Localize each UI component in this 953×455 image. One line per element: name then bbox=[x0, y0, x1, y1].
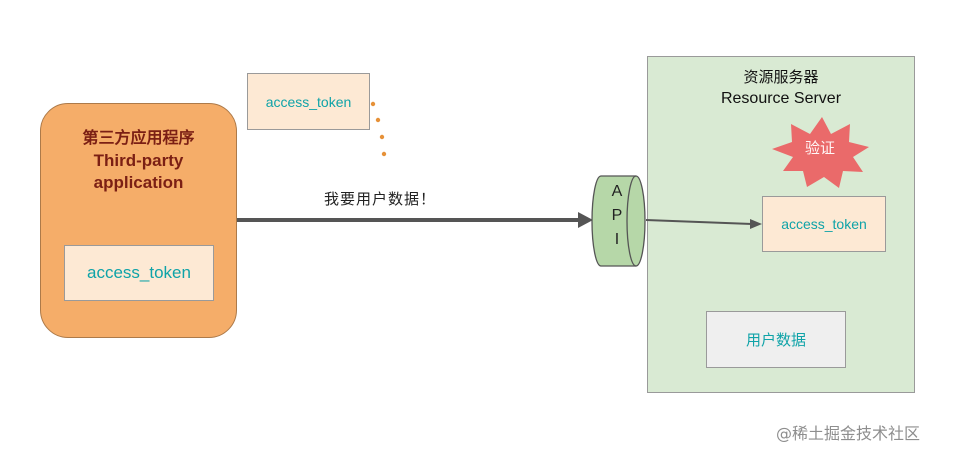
request-label: 我要用户数据！ bbox=[323, 190, 436, 208]
api-letter-a: A bbox=[611, 183, 623, 200]
server-access-token-box: access_token bbox=[762, 196, 886, 252]
app-title-zh: 第三方应用程序 bbox=[82, 128, 195, 147]
api-label: A P I bbox=[596, 180, 638, 252]
floating-access-token-label: access_token bbox=[265, 93, 352, 110]
app-access-token-label: access_token bbox=[87, 263, 191, 282]
api-cylinder bbox=[591, 175, 646, 267]
watermark: @稀土掘金技术社区 bbox=[776, 424, 921, 443]
dotted-trail bbox=[370, 101, 387, 157]
app-title-en-line1: Third-party bbox=[93, 151, 184, 170]
third-party-app-title: 第三方应用程序 Third-party application bbox=[40, 126, 237, 194]
api-letter-i: I bbox=[614, 231, 620, 248]
server-title-zh: 资源服务器 bbox=[743, 68, 819, 86]
user-data-box: 用户数据 bbox=[706, 311, 846, 368]
floating-access-token-box: access_token bbox=[247, 73, 370, 130]
user-data-label: 用户数据 bbox=[745, 331, 806, 349]
verify-label: 验证 bbox=[804, 139, 835, 157]
server-access-token-label: access_token bbox=[781, 216, 867, 232]
api-to-token-arrow bbox=[645, 219, 762, 229]
verify-burst bbox=[772, 117, 869, 188]
server-title-en: Resource Server bbox=[720, 90, 842, 107]
request-arrow bbox=[237, 212, 593, 228]
app-title-en-line2: application bbox=[93, 173, 184, 192]
resource-server-title: 资源服务器 Resource Server bbox=[647, 66, 915, 110]
api-letter-p: P bbox=[611, 207, 623, 224]
app-access-token-box: access_token bbox=[64, 245, 214, 301]
